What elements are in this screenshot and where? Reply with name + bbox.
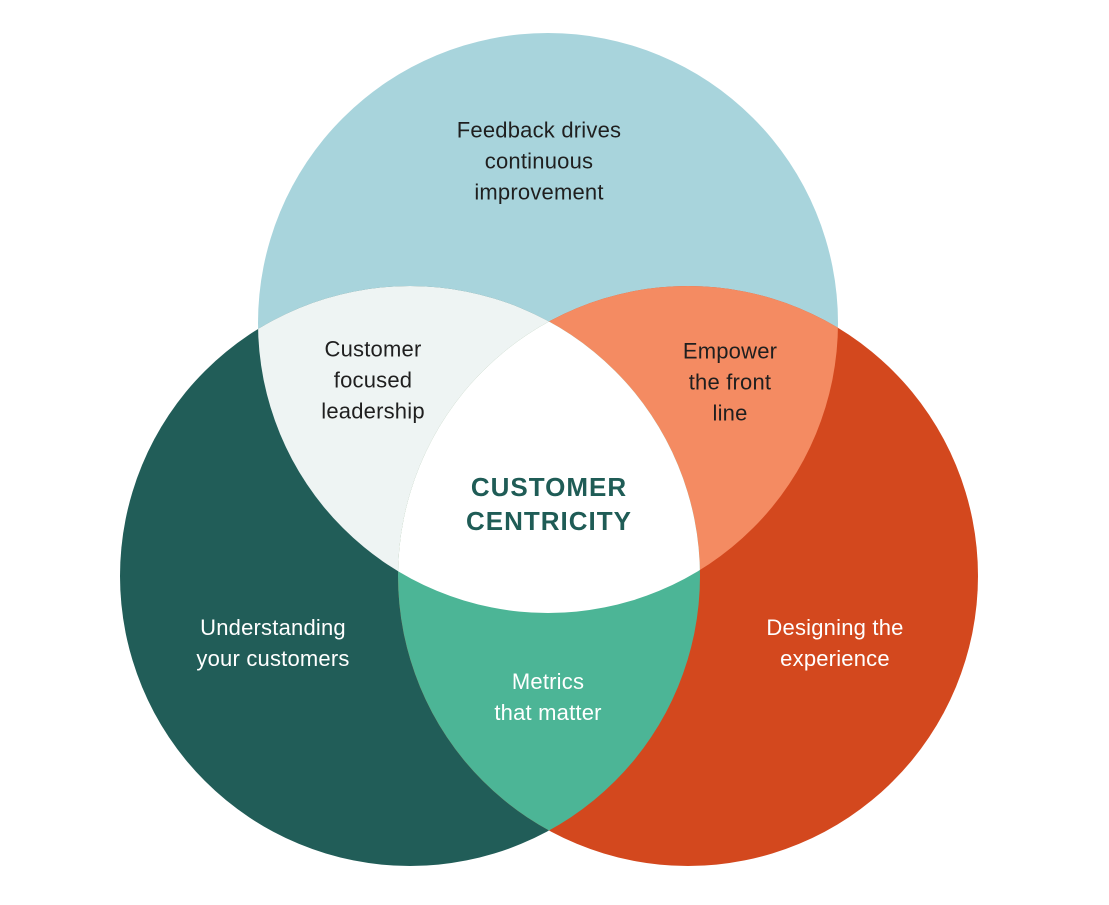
top-left-overlap-label: Customer focused leadership: [321, 334, 425, 427]
top-circle-label-line-3: improvement: [474, 179, 604, 205]
center-label-line-1: CUSTOMER: [470, 472, 628, 502]
center-label-line-2: CENTRICITY: [466, 506, 632, 536]
bottom-overlap-label: Metrics that matter: [494, 666, 601, 728]
top-right-overlap-label-line-1: Empower: [682, 338, 778, 364]
bottom-overlap-label-line-2: that matter: [494, 700, 602, 725]
top-left-overlap-label-line-3: leadership: [321, 398, 425, 424]
center-label: CUSTOMER CENTRICITY: [466, 470, 632, 538]
right-circle-label-line-1: Designing the: [766, 615, 904, 640]
top-left-overlap-label-line-2: focused: [333, 367, 413, 393]
left-circle-label: Understanding your customers: [196, 612, 349, 674]
left-circle-label-line-2: your customers: [196, 646, 350, 671]
center-overlap: [398, 286, 700, 613]
bottom-overlap-label-line-1: Metrics: [511, 669, 585, 694]
top-circle-label: Feedback drives continuous improvement: [457, 115, 621, 208]
top-right-overlap-label: Empower the front line: [683, 336, 777, 429]
left-circle-label-line-1: Understanding: [200, 615, 346, 640]
right-circle-label-line-2: experience: [780, 646, 890, 671]
right-circle-label: Designing the experience: [766, 612, 903, 674]
top-circle-label-line-2: continuous: [484, 148, 594, 174]
top-circle-label-line-1: Feedback drives: [456, 117, 622, 143]
top-left-overlap-label-line-1: Customer: [324, 336, 422, 362]
top-right-overlap-label-line-3: line: [712, 400, 748, 426]
top-right-overlap-label-line-2: the front: [688, 369, 772, 395]
